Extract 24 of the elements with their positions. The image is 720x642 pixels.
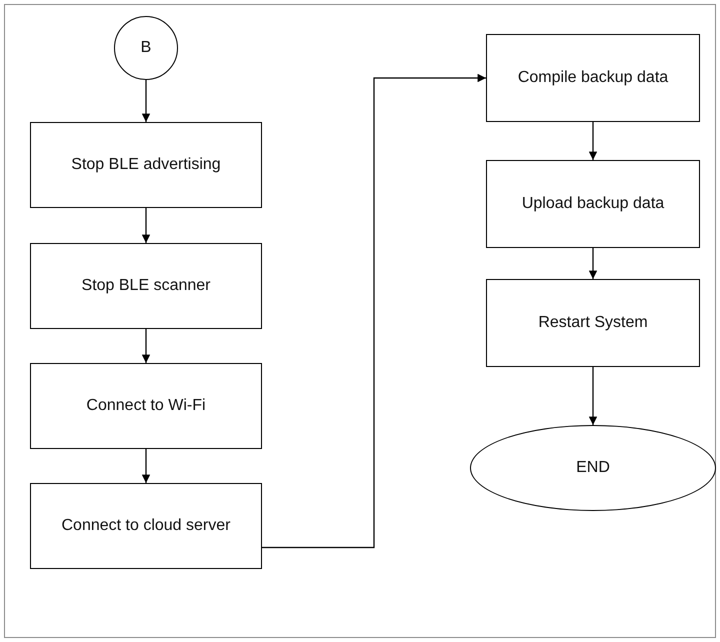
process-box (30, 122, 262, 208)
arrow (142, 329, 150, 363)
arrow (142, 80, 150, 122)
process-box (30, 363, 262, 449)
node-label: Connect to cloud server (62, 516, 230, 536)
arrow (262, 74, 486, 548)
arrow (588, 367, 598, 425)
process-box (486, 160, 700, 248)
process-box (30, 243, 262, 329)
process-box (30, 483, 262, 569)
process-box (486, 279, 700, 367)
node-label: END (576, 458, 610, 478)
arrow (142, 208, 150, 243)
node-label: Stop BLE scanner (82, 276, 210, 296)
arrow (588, 248, 598, 279)
arrow (588, 122, 598, 160)
node-label: Upload backup data (522, 194, 664, 214)
node-label: Connect to Wi-Fi (86, 396, 206, 416)
process-box (486, 34, 700, 122)
node-label: B (140, 38, 152, 58)
arrow (142, 449, 150, 483)
node-label: Compile backup data (518, 68, 668, 88)
node-label: Restart System (538, 313, 648, 333)
node-label: Stop BLE advertising (71, 155, 221, 175)
